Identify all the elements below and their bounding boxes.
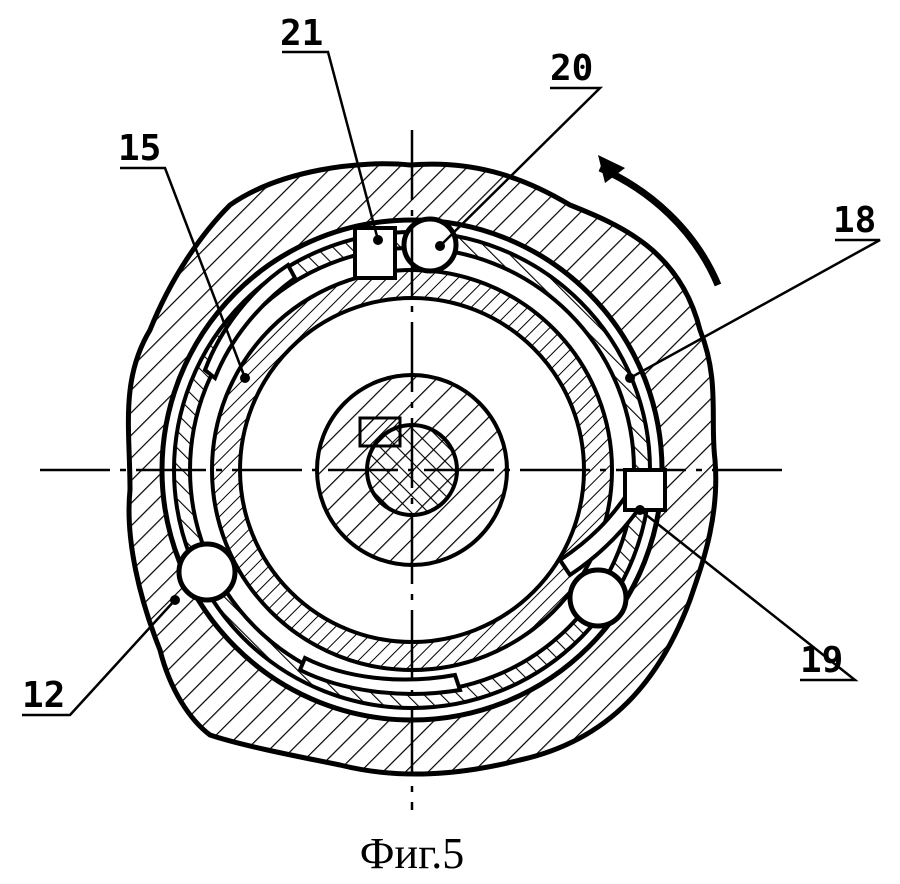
rotation-arrow xyxy=(598,155,722,287)
roller-top xyxy=(401,216,459,274)
label-21: 21 xyxy=(280,13,323,54)
label-19: 19 xyxy=(800,640,843,681)
roller-right xyxy=(567,567,629,629)
slots xyxy=(202,226,667,696)
rollers xyxy=(176,216,629,629)
label-20: 20 xyxy=(550,48,593,89)
label-12: 12 xyxy=(22,675,65,716)
roller-left xyxy=(176,541,238,603)
figure-caption: Фиг.5 xyxy=(360,829,464,878)
reference-labels: 21 20 15 18 19 12 xyxy=(22,13,876,716)
leader-dots xyxy=(170,235,645,605)
leader-lines xyxy=(22,50,881,717)
label-15: 15 xyxy=(118,128,161,169)
label-18: 18 xyxy=(833,200,876,241)
center-lines xyxy=(40,130,790,810)
